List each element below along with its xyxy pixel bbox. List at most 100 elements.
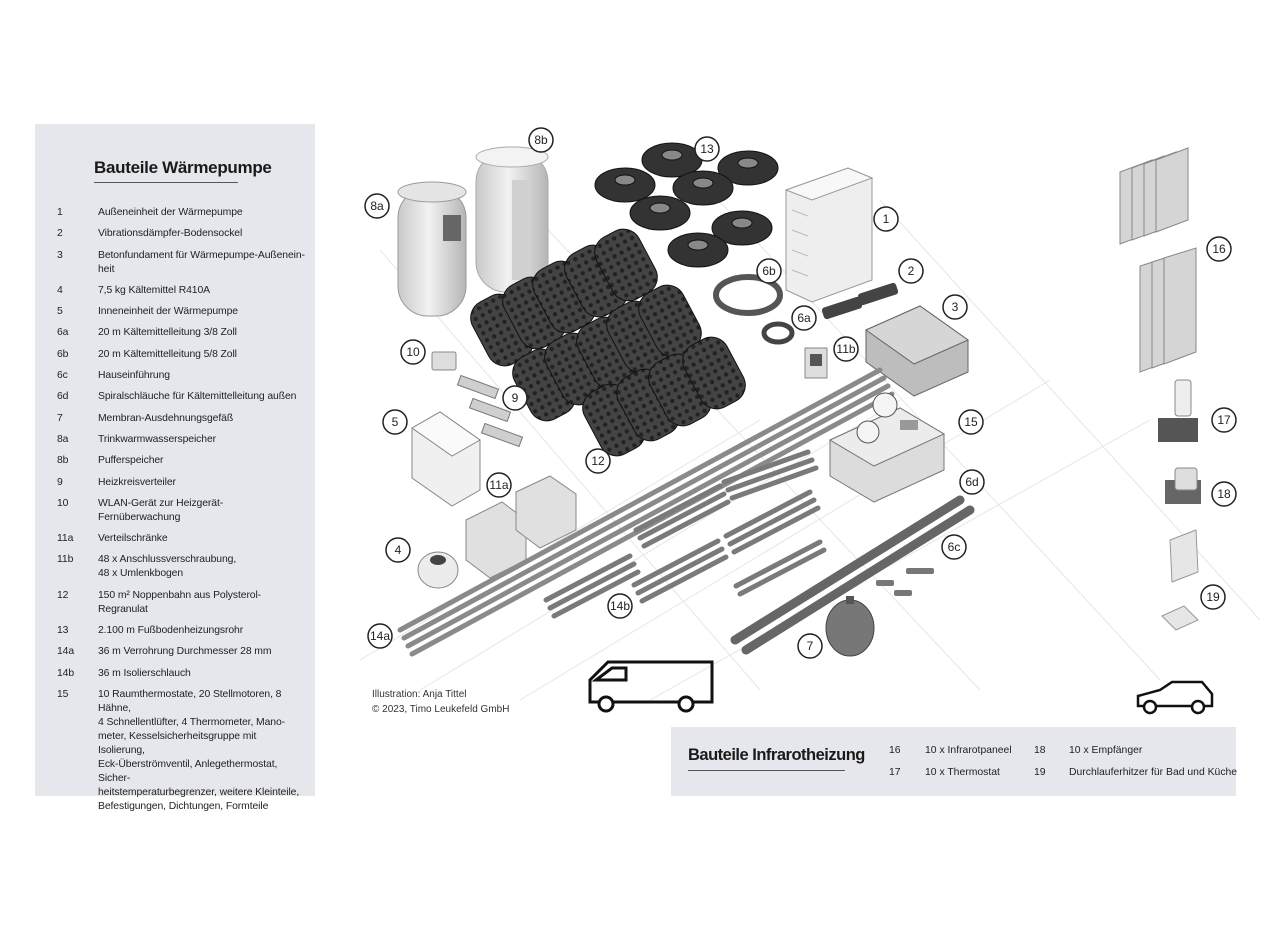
refrigerant-line-coil: [713, 274, 783, 316]
illustration-credit: Illustration: Anja Tittel: [372, 689, 467, 700]
part-number: 8a: [57, 433, 69, 445]
callout-marker: 12: [585, 448, 611, 474]
callout-label: 6d: [965, 475, 978, 489]
callout-label: 17: [1217, 413, 1231, 427]
van-icon: [588, 660, 714, 713]
ir-item-num: 19: [1034, 767, 1046, 778]
part-number: 6a: [57, 327, 69, 339]
part-number: 10: [57, 497, 69, 509]
part-description: Verteilschränke: [98, 533, 168, 545]
parts-list-item: 6b 20 m Kältemittelleitung 5/8 Zoll: [57, 348, 305, 362]
part-number: 11a: [57, 533, 74, 545]
callout-label: 8a: [370, 199, 384, 213]
car-icon: [1136, 680, 1214, 715]
indoor-unit: [411, 411, 481, 507]
part-number: 7: [57, 412, 63, 424]
thermostat: [1158, 379, 1198, 442]
title-underline: [94, 182, 238, 183]
callout-marker: 14b: [607, 593, 633, 619]
part-description: Membran-Ausdehnungsgefäß: [98, 412, 234, 424]
part-description: Inneneinheit der Wärmepumpe: [98, 306, 238, 318]
refrigerant-bottle: [417, 551, 459, 589]
callout-label: 8b: [534, 133, 548, 147]
callout-label: 11b: [836, 342, 855, 356]
part-description: 20 m Kältemittelleitung 5/8 Zoll: [98, 348, 237, 360]
callout-label: 13: [700, 142, 714, 156]
callout-label: 11a: [489, 478, 508, 492]
part-number: 2: [57, 228, 63, 240]
callout-label: 2: [908, 264, 915, 278]
infrared-panels: [1119, 147, 1197, 373]
part-description: Heizkreisverteiler: [98, 476, 176, 488]
callout-markers: 1 2 3 4 5 6a 6b 6c 6d 7 8a 8b 9 10 11a 1…: [364, 127, 1237, 659]
callout-label: 16: [1212, 242, 1226, 256]
parts-list-item: 11a Verteilschränke: [57, 532, 305, 546]
manifolds: [456, 374, 524, 448]
callout-marker: 2: [898, 258, 924, 284]
callout-label: 6b: [762, 264, 776, 278]
ir-item-text: 10 x Empfänger: [1069, 745, 1143, 756]
part-description: Betonfundament für Wärmepumpe-Außenein- …: [98, 249, 305, 275]
part-description: 36 m Verrohrung Durchmesser 28 mm: [98, 646, 272, 658]
studded-sheet-rolls: [470, 228, 746, 457]
callout-marker: 9: [502, 385, 528, 411]
receiver: [1165, 467, 1201, 504]
floor-heating-coils: [594, 142, 779, 268]
outdoor-unit: [784, 167, 874, 303]
heat-pump-parts-title: Bauteile Wärmepumpe: [94, 158, 272, 177]
callout-marker: 4: [385, 537, 411, 563]
refrigerant-line-small: [761, 321, 795, 345]
accessories-box: [828, 392, 946, 503]
ir-item-text: Durchlauferhitzer für Bad und Küche: [1069, 767, 1238, 778]
part-description: 48 x Anschlussverschraubung, 48 x Umlenk…: [98, 554, 237, 580]
part-description: 10 Raumthermostate, 20 Stellmotoren, 8 H…: [98, 688, 300, 812]
part-number: 12: [57, 589, 69, 601]
callout-marker: 8b: [528, 127, 554, 153]
ir-item-num: 17: [889, 767, 901, 778]
callout-label: 14a: [370, 629, 390, 643]
vibration-dampers: [821, 282, 899, 320]
callout-marker: 11b: [833, 336, 859, 362]
part-number: 1: [57, 207, 63, 218]
expansion-vessel: [825, 596, 875, 657]
callout-label: 14b: [610, 599, 630, 613]
callout-marker: 5: [382, 409, 408, 435]
floor-grid: [359, 179, 1260, 701]
heat-pump-parts-panel: [35, 124, 315, 796]
callout-marker: 15: [958, 409, 984, 435]
part-description: Hauseinführung: [98, 370, 170, 382]
ir-item-num: 18: [1034, 745, 1046, 756]
callout-label: 5: [392, 415, 399, 429]
callout-marker: 6d: [959, 469, 985, 495]
hot-water-tank: [397, 181, 467, 317]
buffer-tank: [475, 146, 549, 293]
part-number: 4: [57, 284, 63, 296]
fittings-box: [804, 347, 828, 379]
part-number: 6b: [57, 348, 69, 360]
part-description: Pufferspeicher: [98, 455, 164, 467]
concrete-foundation: [864, 305, 970, 397]
ir-item-num: 16: [889, 745, 901, 756]
insulation-bundles: [543, 449, 827, 619]
parts-list-item: 4 7,5 kg Kältemittel R410A: [57, 284, 305, 298]
ir-item-text: 10 x Infrarotpaneel: [925, 745, 1012, 756]
callout-marker: 16: [1206, 236, 1232, 262]
components-illustration: 1 2 3 4 5 6a 6b 6c 6d 7 8a 8b 9 10 11a 1…: [359, 127, 1260, 715]
callout-label: 10: [406, 345, 420, 359]
callout-label: 6a: [797, 311, 811, 325]
part-number: 13: [57, 625, 69, 637]
part-description: 7,5 kg Kältemittel R410A: [98, 284, 210, 296]
callout-marker: 6a: [791, 305, 817, 331]
